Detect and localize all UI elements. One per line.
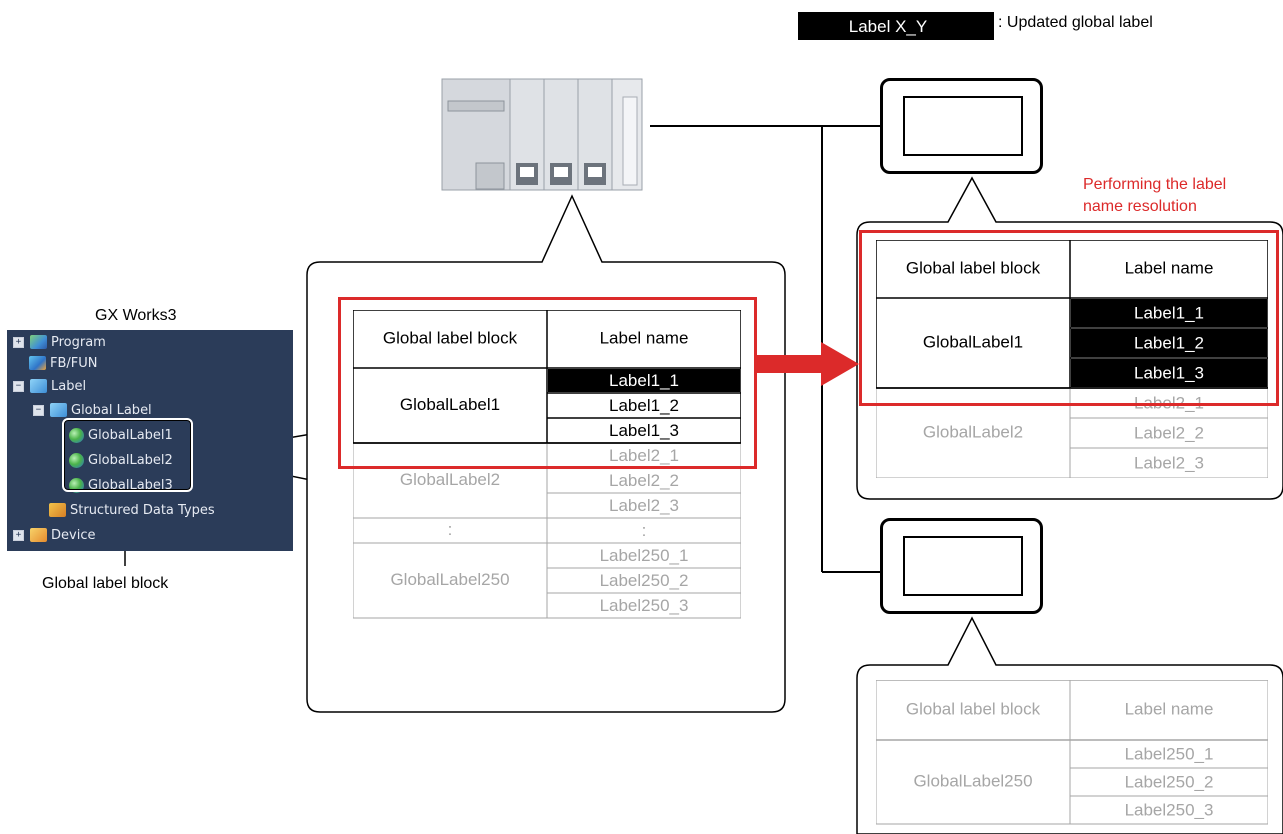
- global-label-icon: [69, 452, 84, 468]
- label-name-cell: Label250_3: [1125, 800, 1214, 819]
- updated-label-highlight: [1071, 329, 1267, 357]
- gx-works-title: GX Works3: [95, 307, 177, 324]
- updated-block-frame-plc: [338, 297, 757, 469]
- tree-item-program[interactable]: + Program: [13, 330, 106, 354]
- collapse-icon[interactable]: −: [33, 404, 44, 416]
- updated-label-highlight: [548, 369, 740, 392]
- label-name-cell: :: [642, 521, 647, 540]
- label-name-cell: Label250_2: [600, 571, 689, 590]
- legend-sample-text: Label X_Y: [848, 17, 928, 36]
- header-label-name: Label name: [600, 328, 689, 347]
- label-name-cell: Label2_2: [1134, 423, 1204, 442]
- header-global-label-block: Global label block: [906, 258, 1041, 277]
- tree-item-globallabel1[interactable]: GlobalLabel1: [69, 423, 173, 447]
- legend-sample: Label X_Y: [798, 12, 994, 40]
- label-folder-icon: [30, 379, 47, 393]
- tree-item-label: Device: [51, 527, 96, 543]
- global-label-block-cell: GlobalLabel2: [923, 422, 1023, 441]
- updated-label-highlight: [1071, 359, 1267, 387]
- header-global-label-block: Global label block: [383, 328, 518, 347]
- global-label-block-cell: GlobalLabel250: [390, 570, 509, 589]
- tree-item-label: Global Label: [71, 402, 152, 418]
- tree-item-label-folder[interactable]: − Label: [13, 374, 86, 398]
- gx-works-project-tree[interactable]: + Program FB/FUN − Label − Global Label …: [7, 330, 293, 551]
- resolution-note-line1: Performing the label: [1083, 176, 1227, 193]
- global-label-block-cell: GlobalLabel1: [400, 395, 500, 414]
- label-table-svg: Global label block Label nameGlobalLabel1…: [875, 239, 1269, 479]
- tree-item-globallabel3[interactable]: GlobalLabel3: [69, 473, 173, 497]
- global-label-folder-icon: [50, 403, 67, 417]
- label-name-cell: Label1_1: [1134, 303, 1204, 322]
- tree-item-label: Label: [51, 378, 87, 394]
- updated-block-frame-got1: [859, 230, 1279, 406]
- got-panel-2: [880, 518, 1043, 614]
- label-name-cell: Label2_2: [609, 471, 679, 490]
- global-label-block-cell: :: [448, 520, 453, 539]
- label-name-cell: Label2_1: [609, 446, 679, 465]
- tree-item-device[interactable]: + Device: [13, 523, 95, 547]
- label-name-cell: Label250_1: [600, 546, 689, 565]
- program-icon: [30, 335, 47, 349]
- tree-item-fbfun[interactable]: FB/FUN: [29, 351, 98, 375]
- plc-cpu: [440, 77, 652, 192]
- tree-item-label: FB/FUN: [50, 355, 98, 371]
- expand-icon[interactable]: +: [13, 529, 24, 541]
- label-name-cell: Label250_2: [1125, 772, 1214, 791]
- header-global-label-block: Global label block: [906, 699, 1041, 718]
- global-label-block-highlight: [62, 418, 193, 492]
- header-label-name: Label name: [1125, 699, 1214, 718]
- label-table-svg: Global label block Label nameGlobalLabel2…: [875, 679, 1269, 825]
- label-name-cell: Label2_1: [1134, 393, 1204, 412]
- label-name-cell: Label1_3: [609, 421, 679, 440]
- global-label-block-cell: GlobalLabel1: [923, 332, 1023, 351]
- got-panel-1: [880, 78, 1043, 174]
- tree-item-label: GlobalLabel1: [88, 427, 173, 443]
- device-icon: [30, 528, 47, 542]
- tree-item-global-label[interactable]: − Global Label: [33, 398, 152, 422]
- structured-data-types-icon: [49, 503, 66, 517]
- label-name-cell: Label1_2: [1134, 333, 1204, 352]
- global-label-icon: [69, 477, 84, 493]
- collapse-icon[interactable]: −: [13, 380, 24, 392]
- label-name-cell: Label1_3: [1134, 363, 1204, 382]
- expand-icon[interactable]: +: [13, 336, 24, 348]
- global-label-block-cell: GlobalLabel250: [913, 771, 1032, 790]
- tree-item-globallabel2[interactable]: GlobalLabel2: [69, 448, 173, 472]
- label-name-cell: Label250_3: [600, 596, 689, 615]
- tree-item-structured-data-types[interactable]: Structured Data Types: [49, 498, 215, 522]
- fb-fun-icon: [29, 356, 46, 370]
- header-label-name: Label name: [1125, 258, 1214, 277]
- tree-item-label: Program: [51, 334, 106, 350]
- label-name-cell: Label2_3: [1134, 453, 1204, 472]
- tree-item-label: GlobalLabel2: [88, 452, 173, 468]
- label-table-svg: Global label block Label nameGlobalLabel1…: [352, 309, 742, 619]
- global-label-icon: [69, 427, 84, 443]
- label-name-cell: Label1_2: [609, 396, 679, 415]
- updated-label-highlight: [1071, 299, 1267, 327]
- global-label-block-caption: Global label block: [42, 575, 169, 592]
- legend-text: : Updated global label: [998, 14, 1153, 31]
- label-name-cell: Label1_1: [609, 371, 679, 390]
- tree-item-label: Structured Data Types: [70, 502, 215, 518]
- label-name-cell: Label2_3: [609, 496, 679, 515]
- tree-item-label: GlobalLabel3: [88, 477, 173, 493]
- resolution-note-line2: name resolution: [1083, 198, 1197, 215]
- label-name-cell: Label250_1: [1125, 744, 1214, 763]
- transfer-arrow: [755, 342, 859, 386]
- global-label-block-cell: GlobalLabel2: [400, 470, 500, 489]
